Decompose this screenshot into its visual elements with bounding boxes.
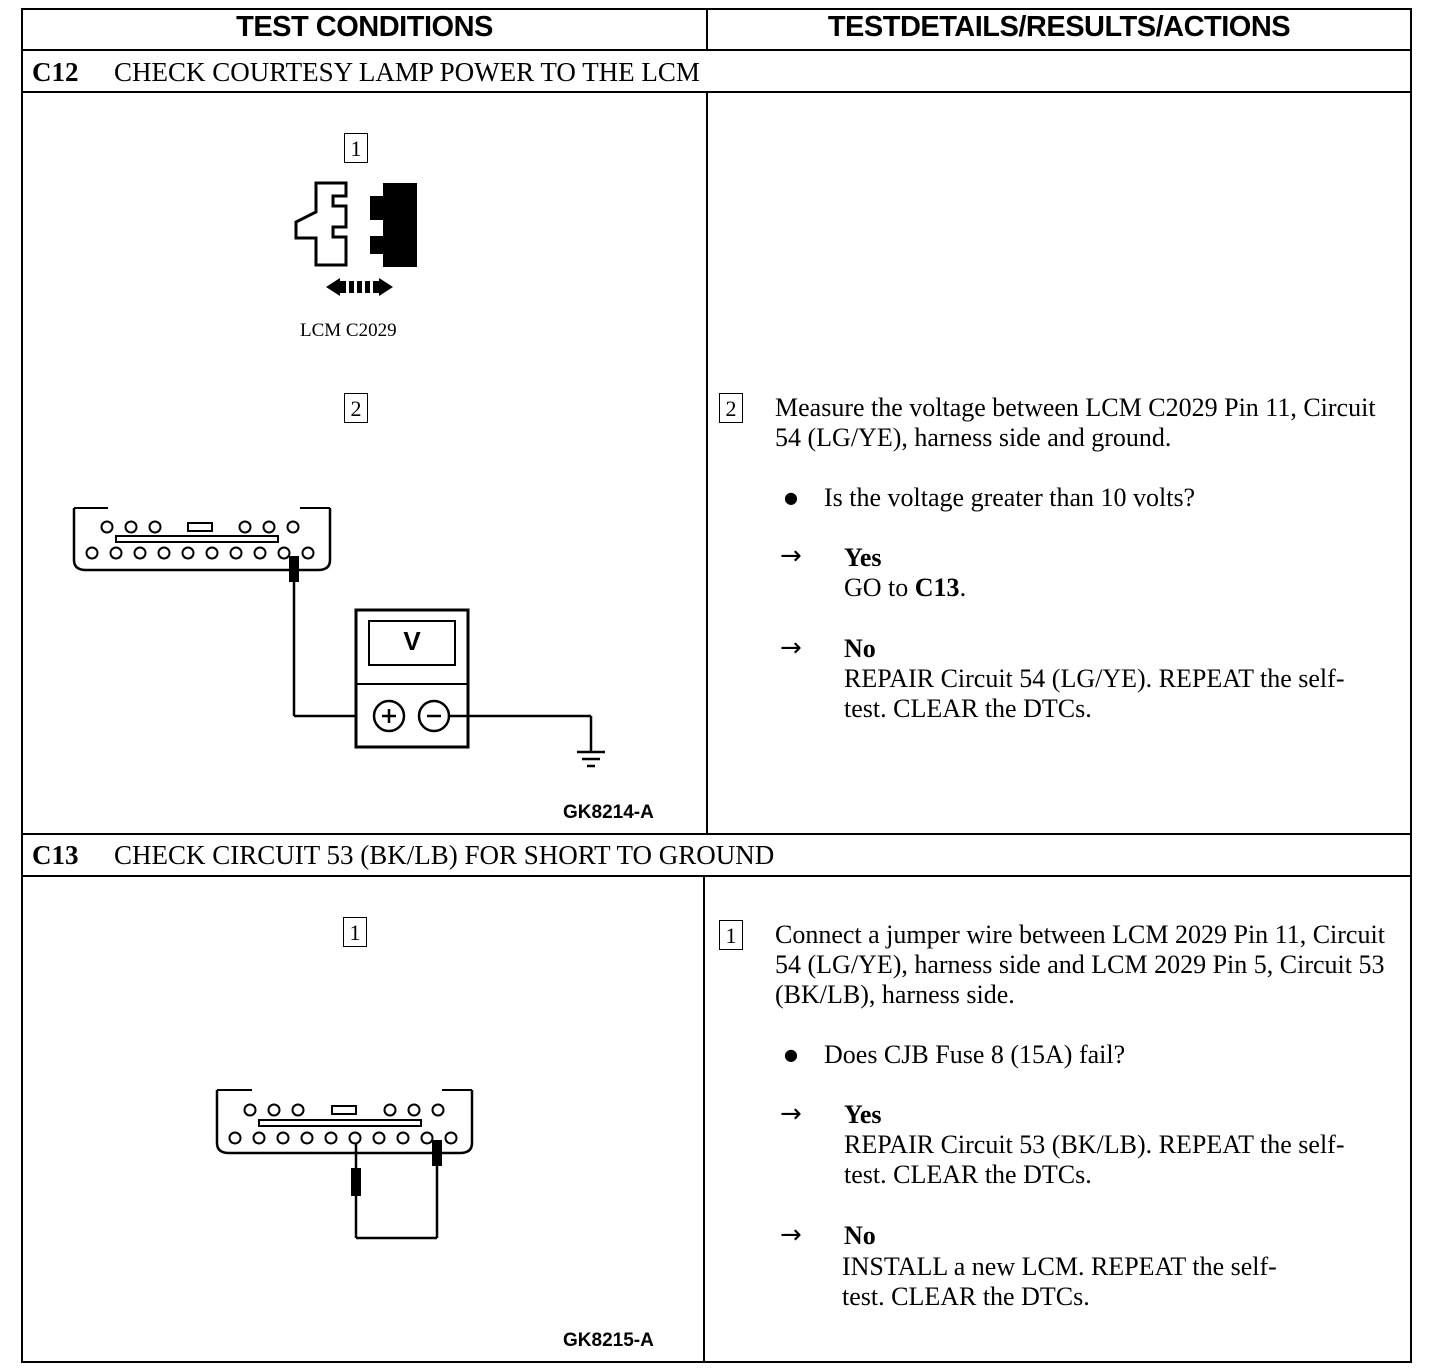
section-title-c13: C13 CHECK CIRCUIT 53 (BK/LB) FOR SHORT TO… [32, 840, 774, 871]
no-label: No [844, 1221, 876, 1250]
voltmeter-label: V [403, 626, 421, 656]
figure-id: GK8214-A [563, 802, 654, 823]
step-question: Is the voltage greater than 10 volts? [824, 483, 1196, 512]
no-label: No [844, 634, 876, 663]
step-instruction: Measure the voltage between LCM C2029 Pi… [775, 393, 1376, 452]
step-instruction: Connect a jumper wire between LCM 2029 P… [775, 920, 1385, 1009]
section-code: C12 [32, 57, 79, 87]
connector-half-solid [370, 183, 417, 267]
right-arrow-icon: → [780, 1220, 802, 1250]
connector-label: LCM C2029 [300, 320, 397, 341]
harness-connector-face [72, 508, 332, 572]
no-action: INSTALL a new LCM. REPEAT the self-test.… [842, 1252, 1277, 1311]
step-number-box: 2 [344, 393, 368, 423]
connector-pins [228, 1103, 458, 1145]
step-number-box: 1 [343, 917, 367, 947]
probe-tip [289, 556, 299, 582]
harness-connector-face [215, 1090, 474, 1155]
no-action: REPAIR Circuit 54 (LG/YE). REPEAT the se… [844, 664, 1345, 723]
yes-action: GO to C13. [844, 573, 967, 602]
figure-id: GK8215-A [563, 1330, 654, 1351]
ground-symbol [577, 750, 605, 768]
right-arrow-icon: → [780, 1099, 802, 1129]
section-title-c12: C12 CHECK COURTESY LAMP POWER TO THE LCM [32, 57, 700, 88]
goto-link[interactable]: C13 [914, 573, 960, 602]
section-code: C13 [32, 840, 79, 870]
yes-label: Yes [844, 1100, 882, 1129]
connector-pins [85, 520, 315, 560]
jumper-probe [432, 1140, 442, 1166]
step-number-box: 1 [344, 133, 368, 163]
step-question: Does CJB Fuse 8 (15A) fail? [824, 1040, 1126, 1069]
yes-action: REPAIR Circuit 53 (BK/LB). REPEAT the se… [844, 1130, 1345, 1189]
bullet-icon: ● [784, 1045, 798, 1064]
separate-arrow [326, 278, 393, 296]
section-title: CHECK COURTESY LAMP POWER TO THE LCM [114, 57, 700, 87]
header-test-details: TESTDETAILS/RESULTS/ACTIONS [827, 11, 1291, 43]
right-arrow-icon: → [780, 541, 802, 571]
header-test-conditions: TEST CONDITIONS [236, 11, 493, 43]
step-number-box: 1 [719, 920, 743, 950]
jumper-probe [351, 1168, 361, 1196]
section-title: CHECK CIRCUIT 53 (BK/LB) FOR SHORT TO GR… [114, 840, 775, 870]
voltmeter-display [368, 620, 456, 666]
connector-half-outline [294, 181, 348, 267]
step-number-box: 2 [719, 393, 743, 423]
bullet-icon: ● [784, 488, 798, 507]
yes-label: Yes [844, 543, 882, 572]
right-arrow-icon: → [780, 633, 802, 663]
